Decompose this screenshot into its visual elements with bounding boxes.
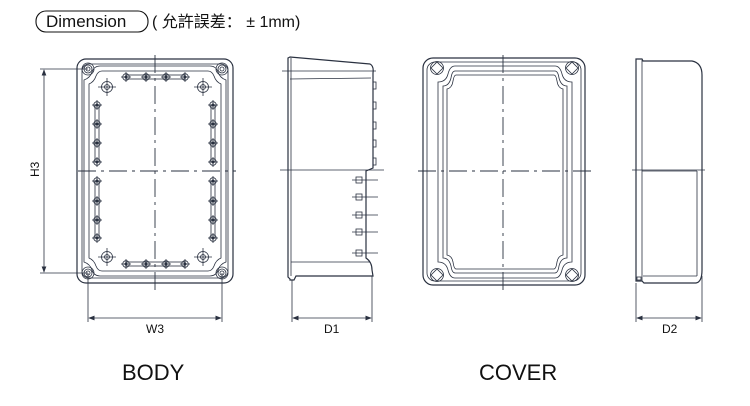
gland-knockout [352,176,378,184]
mounting-boss [194,248,212,266]
side-tab [372,81,377,90]
mounting-boss [98,78,116,96]
cover-screw [565,268,579,282]
screw-hole [180,259,190,269]
cover-screw [565,61,579,75]
screw-hole [208,138,218,148]
body-front-view [76,55,236,292]
screw-hole [208,233,218,243]
mounting-boss [194,78,212,96]
cover-view-label: COVER [479,360,557,385]
screw-hole [92,176,102,186]
screw-hole [121,259,131,269]
screw-hole [208,176,218,186]
body-side-view [280,56,384,281]
gland-knockout [352,193,378,201]
screw-hole [92,119,102,129]
screw-hole [161,72,171,82]
side-tab [372,157,377,166]
side-tab [372,121,377,130]
cover-side-view [632,58,705,284]
gland-knockout [352,249,378,257]
dimension-header: Dimension ( 允許誤差： ± 1mm) [35,10,300,33]
cover-screw [430,61,444,75]
h3-dimension: H3 [28,68,88,274]
side-tab [372,139,377,148]
gland-knockout [352,211,378,219]
screw-hole [180,72,190,82]
w3-dimension: W3 [87,273,223,336]
screw-hole [92,233,102,243]
screw-hole [141,259,151,269]
screw-hole [161,259,171,269]
screw-hole [92,157,102,167]
d2-label: D2 [662,322,678,336]
side-tab [372,101,377,110]
w3-label: W3 [146,322,164,336]
cover-screw [430,268,444,282]
d2-dimension: D2 [635,276,703,336]
d1-dimension: D1 [291,276,373,336]
screw-hole [92,196,102,206]
screw-hole [141,72,151,82]
d1-label: D1 [324,322,340,336]
screw-hole [208,119,218,129]
body-view-label: BODY [122,360,185,385]
screw-hole [208,157,218,167]
screw-hole [92,215,102,225]
dimension-tag: Dimension [46,12,126,31]
gland-knockout [352,228,378,236]
screw-hole [92,138,102,148]
screw-hole [208,215,218,225]
dimension-tag-frame [35,10,149,33]
cover-front-view [418,55,594,292]
mounting-boss [98,248,116,266]
screw-hole [208,100,218,110]
corner-bolt [215,62,229,76]
screw-hole [92,100,102,110]
h3-label: H3 [28,161,42,177]
screw-hole [208,196,218,206]
screw-hole [121,72,131,82]
tolerance-note: ( 允許誤差： ± 1mm) [152,13,300,31]
